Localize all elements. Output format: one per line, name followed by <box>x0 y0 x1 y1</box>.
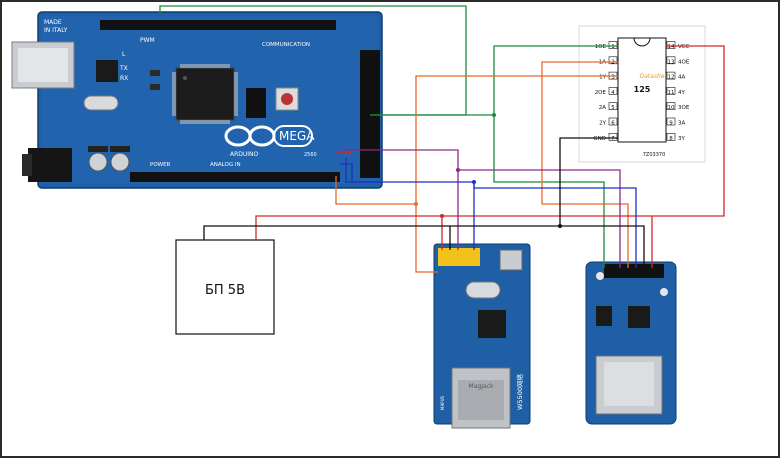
ic-pin-box-right <box>666 117 676 126</box>
ic-pin-label-left: 1Y <box>599 75 606 81</box>
icsp-header <box>246 88 266 118</box>
wire-green-2 <box>493 45 618 268</box>
wire-orange-3 <box>541 61 629 268</box>
rx-label: RX <box>120 75 128 82</box>
arduino-logo <box>224 125 313 147</box>
sd-chip <box>596 306 612 326</box>
in-italy-label: IN ITALY <box>44 27 68 34</box>
eth-chip <box>478 310 506 338</box>
analog-in-label: ANALOG IN <box>210 162 241 168</box>
power-label: POWER <box>150 162 171 168</box>
digital-header-right <box>360 50 380 178</box>
ic-pin-number-left: 4 <box>611 90 615 96</box>
capacitors <box>88 146 130 172</box>
eth-label: W5500网络 <box>515 374 524 410</box>
model-label: 2560 <box>304 152 317 158</box>
crystal <box>83 95 119 111</box>
w5500-module: MagJack W5500网络 MAPUS <box>433 243 531 429</box>
ic-pin-box-right <box>666 71 676 80</box>
ic-pin-number-right: 8 <box>669 136 673 142</box>
ic-watermark: Datasheet <box>640 73 672 80</box>
wire-red-2 <box>255 215 443 250</box>
mega-label: MEGA <box>279 129 315 143</box>
ic-pin-number-right: 11 <box>668 90 675 96</box>
micro-sd-module <box>585 261 677 425</box>
arduino-mega-board: MADE IN ITALY PWM COMMUNICATION TX RX L … <box>11 11 383 189</box>
eth-rev: MAPUS <box>440 395 445 410</box>
ic-pin-box-right <box>666 87 676 95</box>
psu-box: БП 5В <box>175 239 275 335</box>
ic-pin-box-left <box>608 102 618 110</box>
usb-connector <box>11 41 75 89</box>
ic-pin-number-right: 12 <box>668 75 675 81</box>
wire-black-2 <box>560 225 645 268</box>
ic-pin-label-right: 3A <box>678 121 685 127</box>
pwm-label: PWM <box>140 37 155 44</box>
brand-label: ARDUINO <box>230 151 259 158</box>
sd-regulator <box>628 306 650 328</box>
communication-label: COMMUNICATION <box>262 42 310 48</box>
ic-pin-number-left: 5 <box>611 105 615 111</box>
ic-pin-box-right <box>666 41 676 49</box>
ic-pin-number-right: 10 <box>668 105 675 111</box>
ic-pin-box-left <box>608 133 618 141</box>
ic-pin-box-left <box>608 87 618 95</box>
l-label: L <box>122 51 126 58</box>
made-in-label: MADE <box>44 19 62 26</box>
ic-pin-box-left <box>608 41 618 49</box>
psu-label: БП 5В <box>205 283 245 298</box>
wire-red-4 <box>336 151 351 156</box>
eth-regulator <box>499 249 523 271</box>
ic-pin-label-right: 4OE <box>678 59 690 65</box>
ic-pin-number-left: 7 <box>611 136 615 142</box>
sd-header <box>604 264 664 278</box>
ic-pin-number-right: 9 <box>669 121 673 127</box>
power-jack <box>22 148 72 182</box>
ic-pin-box-right <box>666 133 676 141</box>
analog-header-bottom <box>130 172 340 182</box>
wire-blue-2 <box>473 182 637 268</box>
eth-jack-text: MagJack <box>469 383 494 390</box>
usb-chip <box>96 60 118 82</box>
eth-crystal <box>465 281 501 299</box>
wire-purple-2 <box>458 169 621 268</box>
tx-label: TX <box>119 65 128 72</box>
ic-pin-box-left <box>608 117 618 126</box>
ic-pin-label-left: 2Y <box>599 121 606 127</box>
ic-pin-box-left <box>608 56 618 65</box>
ic-pin-label-right: 3OE <box>678 105 690 111</box>
eth-header <box>438 248 480 266</box>
ic-pin-label-right: 4Y <box>678 90 685 96</box>
wire-orange-2 <box>335 176 416 205</box>
ic-pin-label-left: 2A <box>599 105 606 111</box>
ic-pin-box-right <box>666 56 676 65</box>
reset-button <box>275 87 299 111</box>
wire-blue-3 <box>340 163 353 182</box>
wire-blue-1 <box>345 158 475 250</box>
ic-pin-label-right: 3Y <box>678 136 685 142</box>
ic-name: 125 <box>634 85 651 94</box>
ic-pin-number-right: 14 <box>668 44 675 50</box>
wire-purple-1 <box>340 149 459 250</box>
digital-header-top <box>100 20 336 30</box>
ic-pin-label-right: 4A <box>678 75 685 81</box>
ic-pin-number-left: 6 <box>611 121 615 127</box>
wires <box>159 5 725 273</box>
atmega-chip <box>172 64 238 124</box>
ic-pin-label-left: 2OE <box>595 90 607 96</box>
wire-red-1 <box>651 45 725 268</box>
ic-pin-label-left: 1OE <box>595 44 607 50</box>
ic-pin-number-left: 1 <box>611 44 615 50</box>
ic-pin-number-right: 13 <box>668 59 675 65</box>
ic-code: 7Z03370 <box>643 152 666 158</box>
ic-pin-box-right <box>666 102 676 110</box>
ic-pin-label-left: GND <box>593 136 606 142</box>
wire-orange-1 <box>415 75 618 273</box>
ic-pin-number-left: 3 <box>611 75 615 81</box>
ic-pin-label-right: VCC <box>678 44 690 50</box>
